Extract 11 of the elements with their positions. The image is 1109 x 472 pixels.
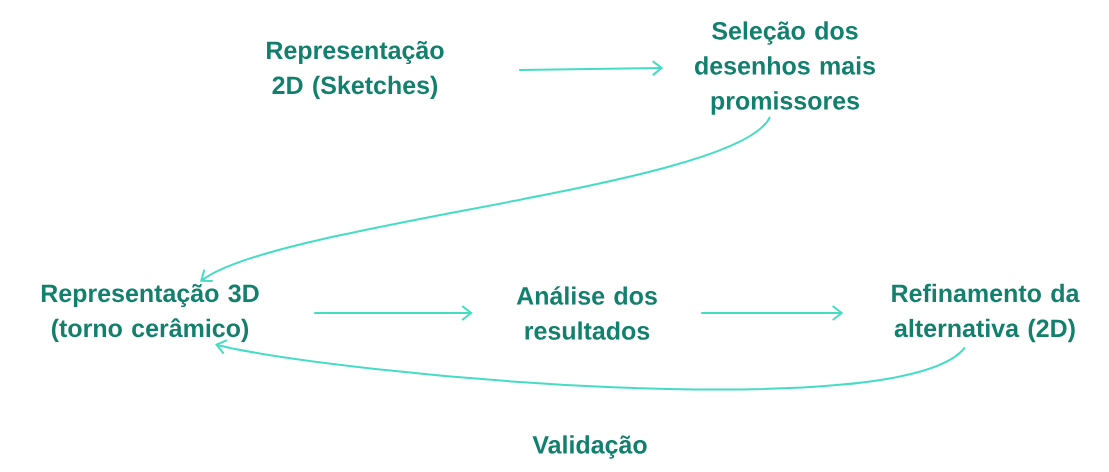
arrow: [215, 339, 966, 391]
arrow: [518, 60, 664, 77]
step-text: Representação 2D (Sketches): [267, 40, 444, 100]
arrow: [200, 115, 771, 282]
step-text: Representação 3D (torno cerâmico): [41, 283, 259, 343]
arrow: [700, 305, 844, 321]
step-text: Análise dos resultados: [516, 286, 657, 340]
arrow: [313, 305, 473, 321]
edge-label: Validação: [530, 433, 650, 461]
step-text: Seleção dos desenhos mais promissores: [695, 21, 875, 115]
step-text: Refinamento da alternativa (2D): [892, 283, 1080, 343]
